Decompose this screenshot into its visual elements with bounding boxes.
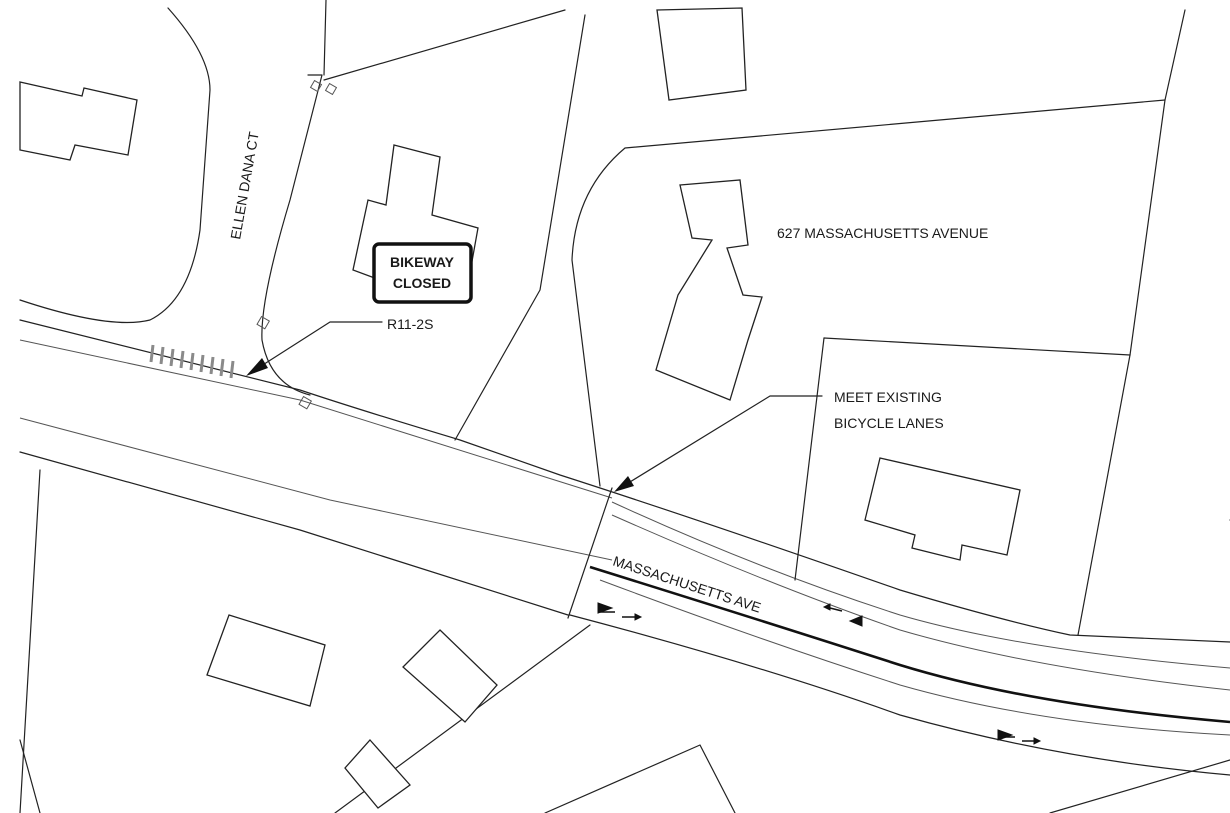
building-south-1 [206,614,326,707]
sign-leader [246,321,383,376]
building-east [864,457,1021,561]
street-label-massachusetts-ave: MASSACHUSETTS AVE [611,553,763,616]
note-leader-arrowhead [614,476,634,492]
bikeway-closed-sign: BIKEWAY CLOSED [372,242,473,304]
sign-leader-arrowhead [246,358,268,376]
mass-ave-east-line-3 [611,514,1230,691]
building-south-2 [402,629,498,723]
mass-ave-north-curb [19,319,1230,643]
massachusetts-ave-roadway [19,319,1230,776]
sign-code-label: R11-2S [387,316,433,332]
mass-ave-centerline [589,565,1230,724]
buildings [19,7,1021,809]
note-leader [614,395,823,492]
building-south-3 [344,739,411,809]
match-line [567,487,613,619]
mass-ave-east-line-1 [611,501,1230,669]
address-label: 627 MASSACHUSETTS AVENUE [777,225,988,241]
mass-ave-south-curb [19,451,569,616]
building-627-mass-ave [655,179,763,401]
mass-ave-east-line-2 [599,579,1230,736]
ellen-dana-ct-road [19,7,323,396]
ellen-dana-west-edge [19,7,211,324]
mass-ave-east-south-curb [569,614,1230,776]
mass-ave-bike-lane-line-2 [19,417,613,561]
note-label-line-1: MEET EXISTING [834,389,942,405]
building-north [656,7,747,101]
street-label-ellen-dana-ct: ELLEN DANA CT [227,130,262,240]
sign-line-1: BIKEWAY [390,254,455,270]
crosswalk-hatch [149,344,235,379]
ellen-dana-east-edge [261,74,323,396]
lane-direction-arrows [597,602,1042,745]
sign-line-2: CLOSED [393,275,451,291]
property-lines [19,0,1230,813]
building-west [19,81,138,161]
utility-symbols [256,79,338,410]
mass-ave-bike-lane-line-1 [19,339,613,499]
note-label-line-2: BICYCLE LANES [834,415,944,431]
